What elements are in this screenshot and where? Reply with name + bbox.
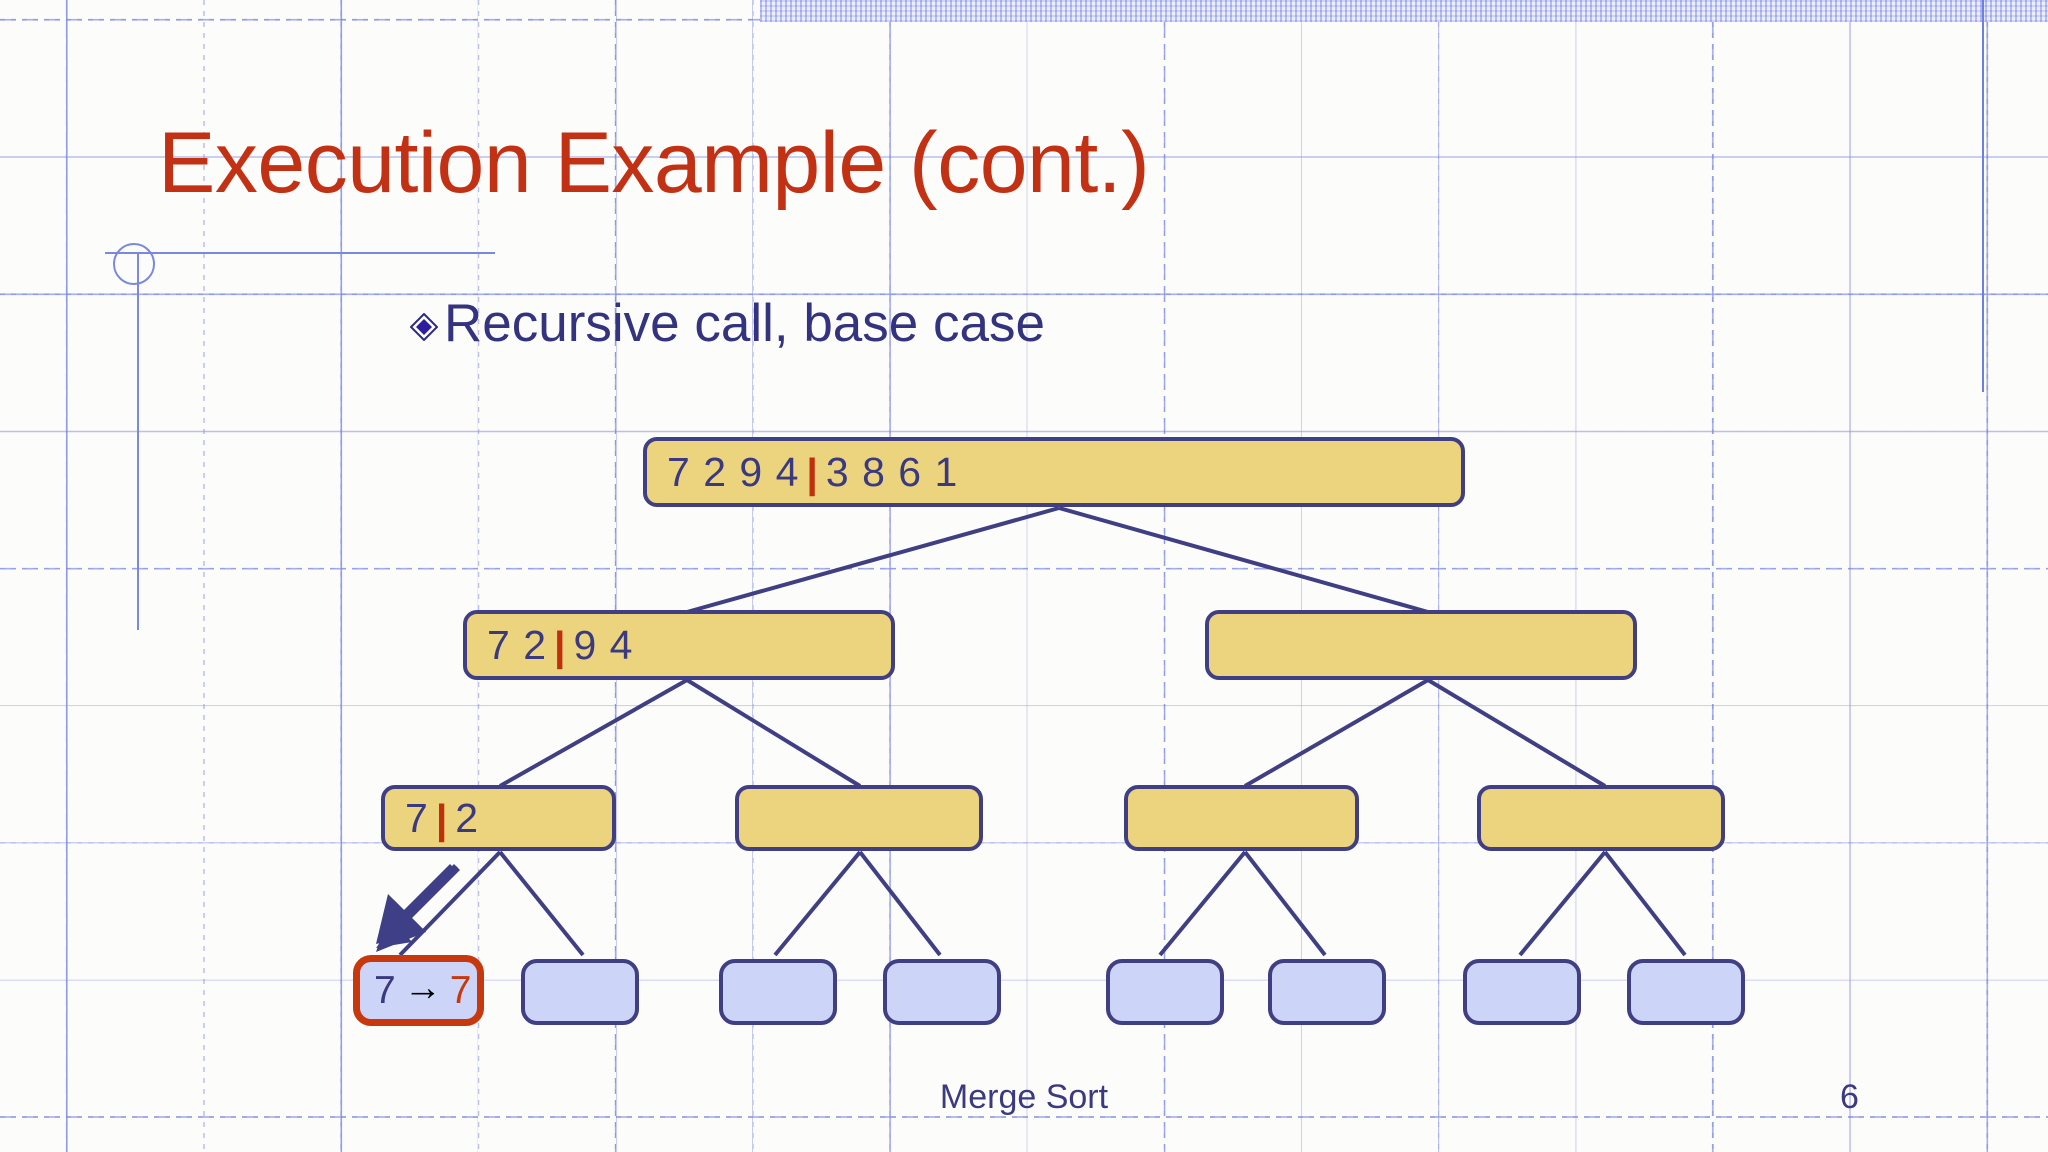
decorative-circle-icon (113, 243, 155, 285)
page-number: 6 (1840, 1078, 1859, 1116)
tree-node-l1-right[interactable] (1205, 610, 1637, 680)
tree-node-label: 7 2 9 4|3 8 6 1 (667, 448, 959, 496)
footer-title: Merge Sort (939, 1078, 1109, 1116)
tree-node-l2-b[interactable] (735, 785, 983, 851)
tree-leaf-5[interactable] (1106, 959, 1224, 1025)
tree-node-l1-left[interactable]: 7 2|9 4 (463, 610, 895, 680)
tree-leaf-3[interactable] (719, 959, 837, 1025)
tree-node-label: 7 2|9 4 (487, 621, 634, 669)
title-underline-rule (105, 252, 495, 254)
bullet-text: Recursive call, base case (444, 294, 1045, 353)
tree-leaf-6[interactable] (1268, 959, 1386, 1025)
tree-node-l2-a[interactable]: 7|2 (381, 785, 616, 851)
bullet-row: Recursive call, base case (409, 294, 1045, 353)
tree-leaf-label: 7→7 (374, 967, 472, 1012)
top-decorative-band (760, 0, 2048, 22)
tree-node-l2-c[interactable] (1124, 785, 1359, 851)
tree-leaf-highlighted[interactable]: 7→7 (353, 955, 484, 1026)
tree-leaf-4[interactable] (883, 959, 1001, 1025)
left-decorative-vertical-line (137, 252, 139, 630)
page-title: Execution Example (cont.) (158, 115, 1150, 211)
pointer-arrow-icon (376, 864, 460, 952)
tree-leaf-2[interactable] (521, 959, 639, 1025)
tree-leaf-8[interactable] (1627, 959, 1745, 1025)
tree-node-l2-d[interactable] (1477, 785, 1725, 851)
right-decorative-vertical-line (1982, 0, 1984, 392)
tree-node-root[interactable]: 7 2 9 4|3 8 6 1 (643, 437, 1465, 507)
tree-node-label: 7|2 (405, 794, 480, 842)
diamond-bullet-icon (409, 312, 439, 341)
tree-leaf-7[interactable] (1463, 959, 1581, 1025)
